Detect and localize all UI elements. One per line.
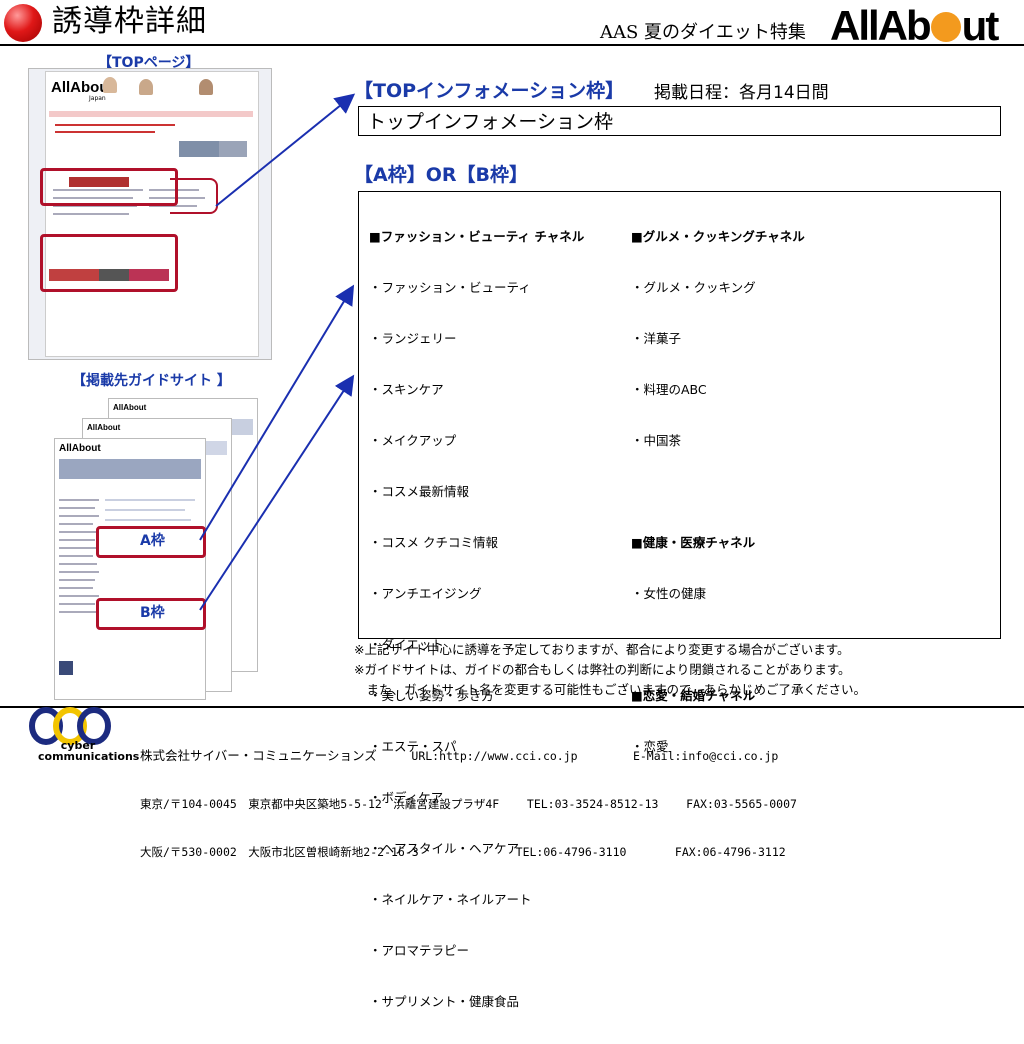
arrow-frame-b (199, 374, 355, 611)
campaign-title: AAS 夏のダイエット特集 (600, 22, 806, 43)
schedule-text: 掲載日程：各月14日間 (654, 83, 829, 103)
top-info-highlight-box-2 (40, 234, 178, 292)
channel-item: ・ランジェリー (369, 331, 457, 346)
channel-item: ・美しい姿勢・歩き方 (369, 688, 495, 703)
frame-a-box (96, 526, 206, 558)
channel-item: ・サプリメント・健康食品 (369, 994, 520, 1009)
channel-column-1: ■ファッション・ビューティ チャネル ・ファッション・ビューティ ・ランジェリー… (369, 194, 584, 1044)
top-info-callout (170, 178, 218, 214)
company-name: 株式会社サイバー・コミュニケーションズ (140, 748, 377, 763)
cyber-communications-logo-icon (29, 707, 111, 745)
channel-item: ・恋愛 (631, 739, 669, 754)
channel-header: ■恋愛・結婚チャネル (631, 688, 756, 703)
channel-item: ・グルメ・クッキング (631, 280, 756, 295)
channel-item: ・ファッション・ビューティ (369, 280, 531, 295)
arrow-frame-a (199, 284, 355, 541)
osaka-address: 大阪/〒530-0002 大阪市北区曽根崎新地2-2-16-3 (140, 845, 419, 859)
channel-item: ・料理のABC (631, 382, 707, 397)
tokyo-fax: FAX:03-5565-0007 (686, 797, 797, 811)
channel-header: ■グルメ・クッキングチャネル (631, 229, 805, 244)
channel-item: ・エステ・スパ (369, 739, 457, 754)
channel-item: ・スキンケア (369, 382, 444, 397)
page-title: 誘導枠詳細 (52, 4, 207, 39)
channel-item: ・アンチエイジング (369, 586, 482, 601)
footer-divider (0, 706, 1024, 708)
tokyo-address: 東京/〒104-0045 東京都中央区築地5-5-12 浜離宮建設プラザ4F (140, 797, 500, 811)
channel-header: ■健康・医療チャネル (631, 535, 756, 550)
channel-list-box: ■ファッション・ビューティ チャネル ・ファッション・ビューティ ・ランジェリー… (358, 191, 1001, 1009)
connector-arrows (199, 93, 356, 611)
cyber-communications-logo-text: cyber communications (38, 739, 140, 763)
channel-item: ・ダイエット (369, 637, 444, 652)
frame-b-box (96, 598, 206, 630)
channel-item: ・ネイルケア・ネイルアート (369, 892, 532, 907)
osaka-tel: TEL:06-4796-3110 (515, 845, 627, 859)
company-email: E-Mail:info@cci.co.jp (632, 749, 779, 763)
channel-item: ・洋菓子 (631, 331, 682, 346)
top-page-thumbnail: AllAbout Japan (28, 68, 272, 360)
top-info-name: トップインフォメーション枠 (367, 111, 614, 133)
channel-item: ・女性の健康 (631, 586, 707, 601)
tokyo-tel: TEL:03-3524-8512-13 (526, 797, 659, 811)
top-info-highlight-box (40, 168, 178, 206)
channel-column-2: ■グルメ・クッキングチャネル ・グルメ・クッキング ・洋菓子 ・料理のABC ・… (631, 194, 805, 789)
note-line: また、ガイドサイト名を変更する可能性もございますので、あらかじめご了承ください。 (354, 682, 867, 697)
channel-item: ・メイクアップ (369, 433, 457, 448)
guide-thumbnail-front: AllAbout (54, 438, 206, 700)
logo-orange-circle (930, 11, 961, 42)
frame-b-label: B枠 (140, 605, 165, 621)
top-page-label: 【TOPページ】 (98, 55, 200, 71)
channel-item: ・コスメ クチコミ情報 (369, 535, 498, 550)
arrow-top-info (215, 93, 356, 207)
ab-frame-heading: 【A枠】OR【B枠】 (354, 164, 528, 186)
footer-contact: 株式会社サイバー・コミュニケーションズ URL:http://www.cci.c… (140, 716, 797, 876)
channel-header: ■ファッション・ビューティ チャネル (369, 229, 585, 244)
red-bullet-icon (4, 4, 42, 42)
header-divider (0, 44, 1024, 46)
osaka-fax: FAX:06-4796-3112 (674, 845, 786, 859)
top-info-name-box: トップインフォメーション枠 (358, 106, 1001, 136)
channel-item: ・コスメ最新情報 (369, 484, 470, 499)
company-url: URL:http://www.cci.co.jp (411, 749, 578, 763)
note-line: ※ガイドサイトは、ガイドの都合もしくは弊社の判断により閉鎖されることがあります。 (354, 662, 851, 677)
channel-item: ・中国茶 (631, 433, 682, 448)
note-line: ※上記サイト中心に誘導を予定しておりますが、都合により変更する場合がございます。 (354, 642, 850, 657)
channel-item: ・アロマテラピー (369, 943, 470, 958)
frame-a-label: A枠 (140, 533, 165, 549)
notes: ※上記サイト中心に誘導を予定しておりますが、都合により変更する場合がございます。… (354, 640, 866, 700)
guide-site-label: 【掲載先ガイドサイト 】 (72, 373, 231, 389)
top-info-heading: 【TOPインフォメーション枠】 (354, 80, 625, 102)
